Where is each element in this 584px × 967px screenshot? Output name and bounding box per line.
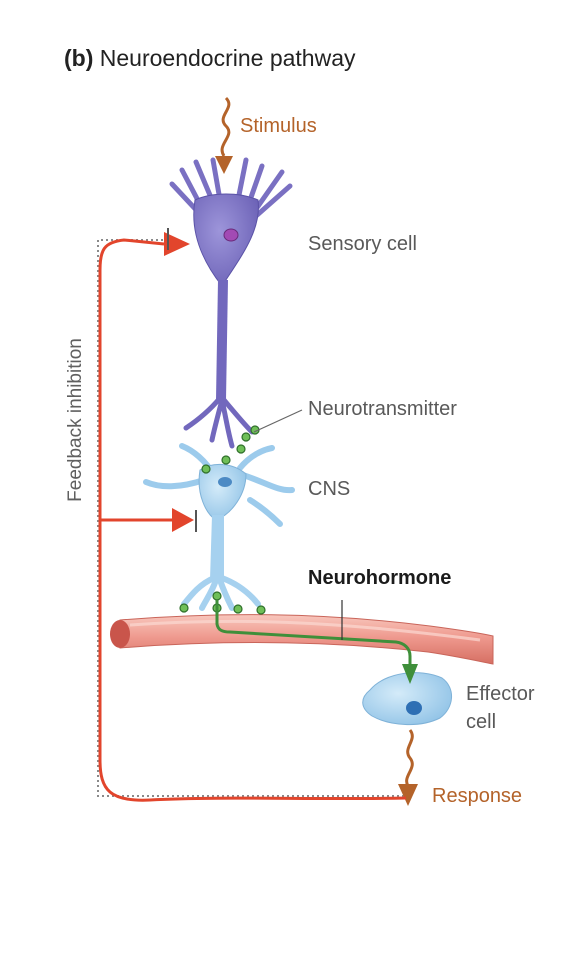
figure-title-prefix: (b): [64, 45, 94, 71]
response-label: Response: [432, 785, 523, 807]
feedback-inhibition-label: Feedback inhibition: [65, 338, 86, 502]
sensory-cell-label: Sensory cell: [308, 233, 417, 255]
stimulus-arrow: [215, 96, 233, 174]
figure-title-text: Neuroendocrine pathway: [99, 45, 356, 71]
neurotransmitter-leader-line: [253, 409, 303, 433]
effector-cell: [362, 672, 452, 726]
neurohormone-label: Neurohormone: [308, 567, 452, 589]
neurohormone-arrow: [215, 600, 418, 684]
effector-cell-label-line1: Effector: [466, 683, 535, 705]
effector-cell-label-line2: cell: [466, 711, 497, 733]
stimulus-label: Stimulus: [240, 115, 317, 137]
blood-vessel: [110, 614, 494, 665]
response-arrow: [398, 729, 418, 806]
neurotransmitter-label: Neurotransmitter: [308, 398, 457, 420]
figure-title: (b) Neuroendocrine pathway: [64, 45, 355, 72]
cns-label: CNS: [308, 478, 351, 500]
cns-neuron: [143, 443, 295, 611]
vesicles: [179, 425, 266, 615]
feedback-dotted-outline: [97, 239, 408, 797]
feedback-inhibition-loop: [98, 228, 407, 802]
sensory-neuron: [169, 157, 293, 449]
